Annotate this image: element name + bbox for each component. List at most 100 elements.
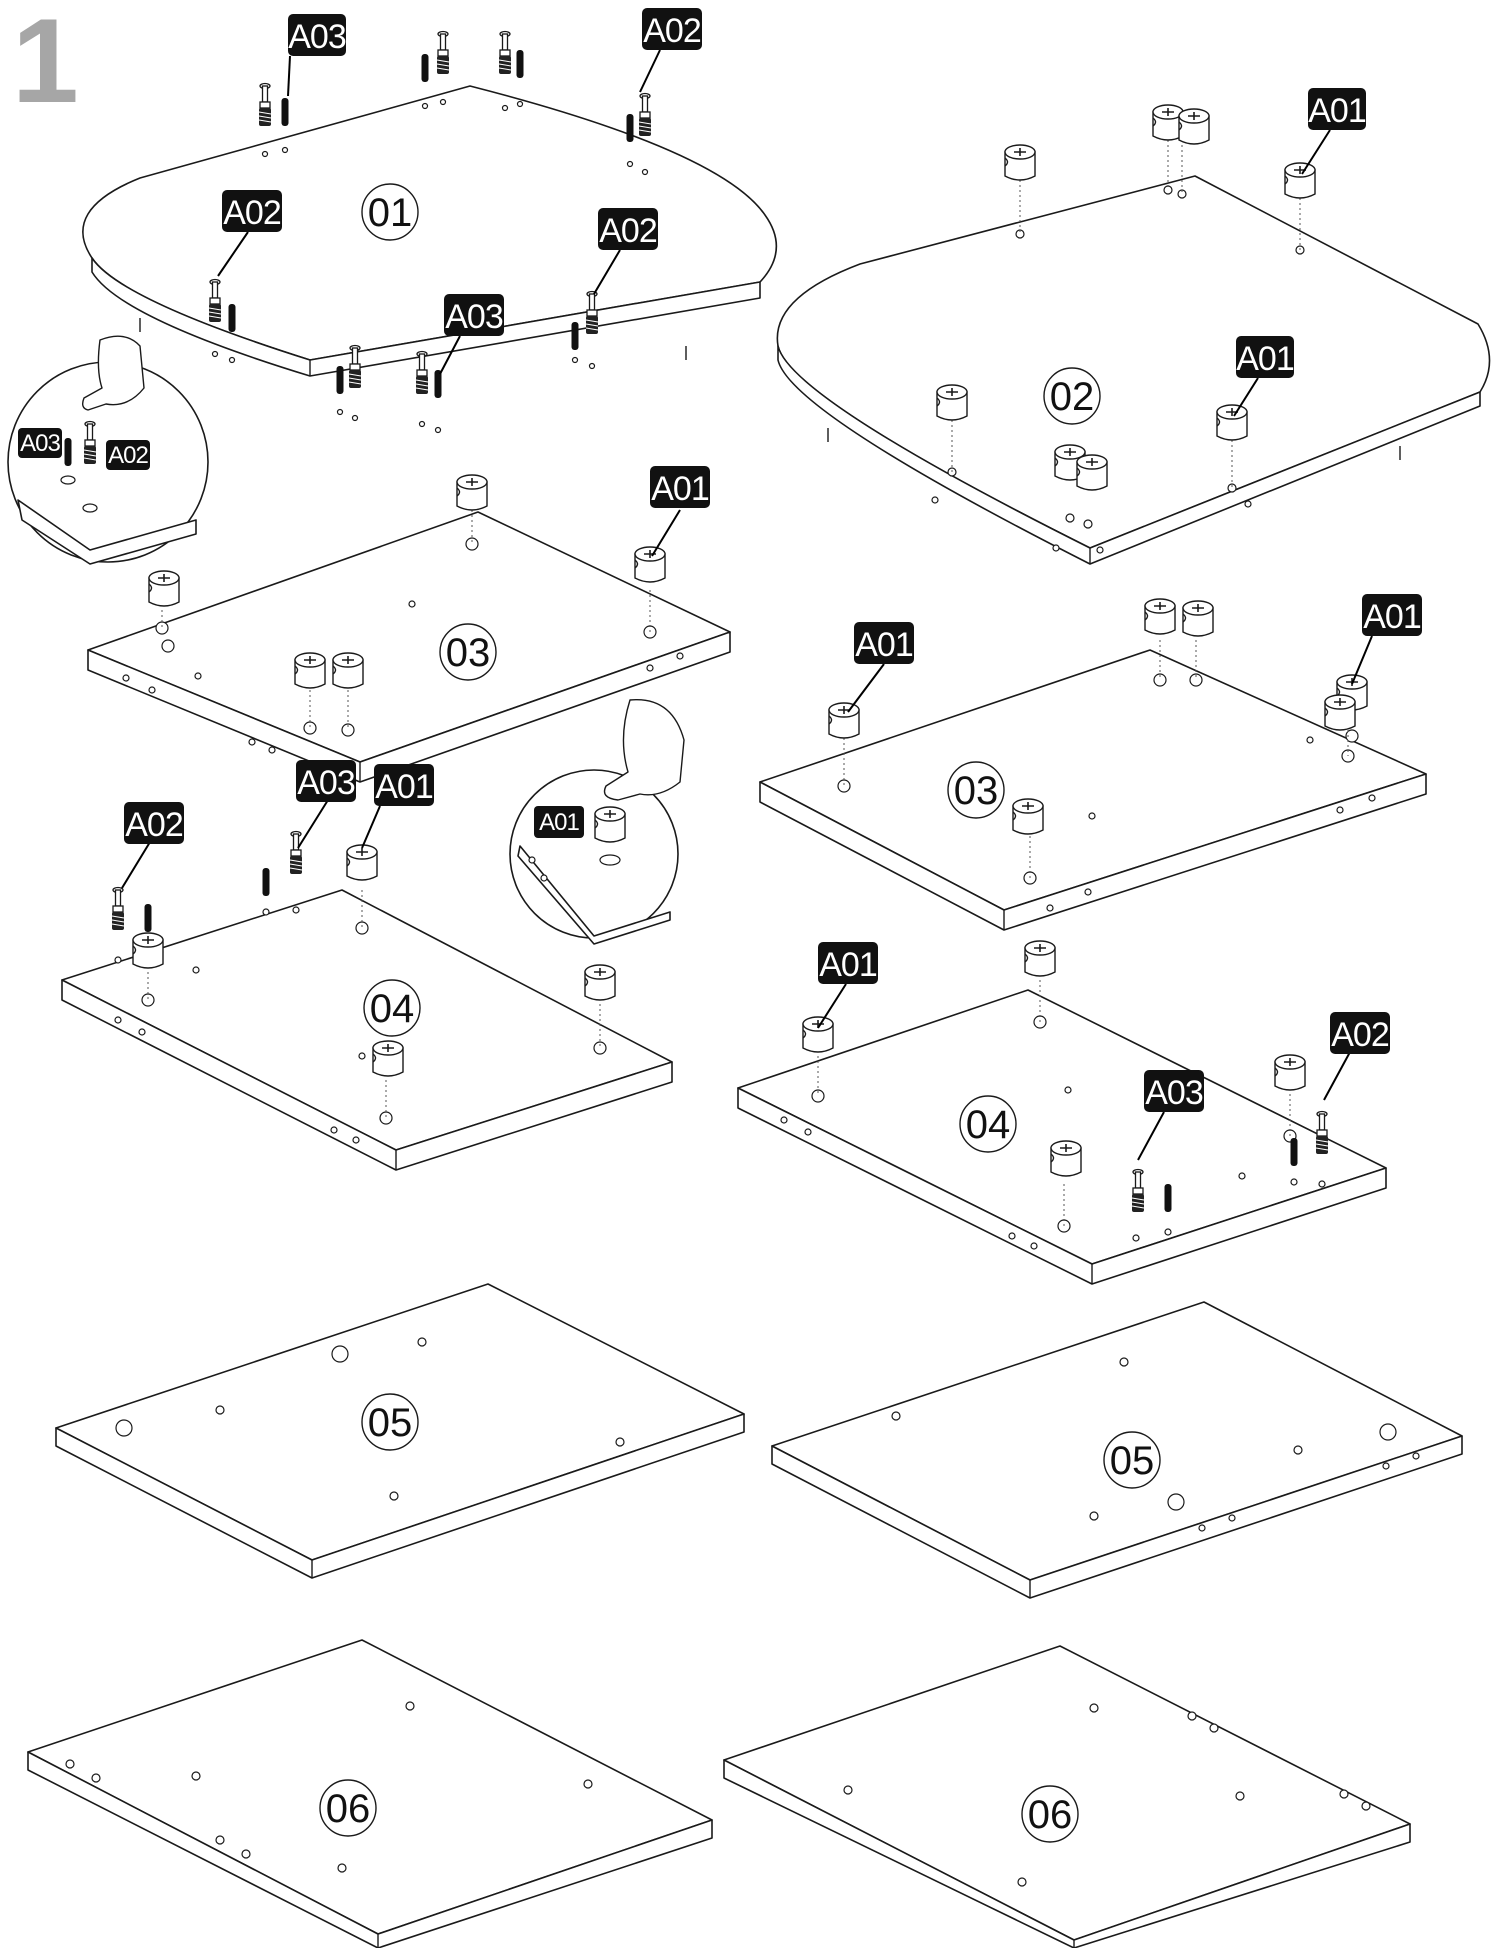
panel-number-circle xyxy=(361,183,419,241)
cam-lock-icon xyxy=(936,384,968,421)
cam-lock-icon xyxy=(828,702,860,739)
cam-lock-icon xyxy=(584,964,616,1001)
cam-bolt-icon xyxy=(258,82,272,127)
svg-text:A03: A03 xyxy=(20,430,60,457)
cam-lock-icon xyxy=(802,1016,834,1053)
panel-04: 04 xyxy=(737,940,1387,1285)
cam-lock-icon xyxy=(1144,598,1176,635)
cam-lock-icon xyxy=(148,570,180,607)
zoom-detail-insert-cam: A01 xyxy=(509,699,685,945)
panel-number: 05 xyxy=(1110,1439,1155,1483)
cam-lock-icon xyxy=(372,1040,404,1077)
svg-text:A03: A03 xyxy=(288,18,346,56)
cam-lock-icon xyxy=(1012,798,1044,835)
svg-text:A01: A01 xyxy=(1363,598,1421,636)
panel-number: 03 xyxy=(954,769,999,813)
cam-lock-icon xyxy=(456,474,488,511)
callout-a02: A02 xyxy=(217,190,282,277)
panel-01: 01 xyxy=(82,30,778,434)
callout-a01: A01 xyxy=(847,622,914,713)
panel-number: 06 xyxy=(1028,1793,1073,1837)
zoom-detail-insert-bolt: A03 A02 xyxy=(7,335,209,565)
cam-lock-icon xyxy=(1216,404,1248,441)
panel-03: 03 xyxy=(87,474,731,783)
cam-bolt-icon xyxy=(436,30,450,75)
svg-text:A02: A02 xyxy=(599,212,657,250)
svg-text:A02: A02 xyxy=(108,442,148,469)
svg-text:A02: A02 xyxy=(223,194,281,232)
svg-text:A03: A03 xyxy=(445,298,503,336)
svg-text:A01: A01 xyxy=(1236,340,1294,378)
panel-06: 06 xyxy=(723,1645,1411,1948)
hand-pointer-icon xyxy=(81,335,145,411)
dowel-icon xyxy=(571,322,579,350)
cam-lock-icon xyxy=(294,652,326,689)
svg-text:A03: A03 xyxy=(297,764,355,802)
cam-bolt-icon xyxy=(1315,1110,1329,1155)
cam-lock-icon xyxy=(332,652,364,689)
dowel-icon xyxy=(144,904,152,932)
callout-a01: A01 xyxy=(817,942,878,1029)
callout-a03: A03 xyxy=(296,760,356,849)
cam-lock-icon xyxy=(1324,694,1356,731)
callout-a02: A02 xyxy=(639,8,702,93)
callout-a02: A02 xyxy=(121,802,184,889)
panel-number: 04 xyxy=(370,987,415,1031)
cam-lock-icon xyxy=(1178,108,1210,145)
panel-02: 02 xyxy=(776,104,1491,565)
svg-text:A02: A02 xyxy=(1331,1016,1389,1054)
svg-text:A01: A01 xyxy=(539,809,579,836)
dowel-icon xyxy=(626,114,634,142)
callout-a03: A03 xyxy=(1137,1070,1204,1161)
svg-text:A03: A03 xyxy=(1145,1074,1203,1112)
panel-06: 06 xyxy=(27,1639,713,1948)
callout-a03: A03 xyxy=(287,14,347,97)
cam-bolt-icon xyxy=(498,30,512,75)
cam-lock-icon xyxy=(1050,1140,1082,1177)
cam-bolt-icon xyxy=(289,830,303,875)
dowel-icon xyxy=(1164,1184,1172,1212)
cam-lock-icon xyxy=(1274,1054,1306,1091)
panel-05: 05 xyxy=(55,1283,745,1579)
panel-number: 02 xyxy=(1050,375,1095,419)
svg-text:A01: A01 xyxy=(819,946,877,984)
callout-a01: A01 xyxy=(361,764,434,849)
dowel-icon xyxy=(281,98,289,126)
callout-a02: A02 xyxy=(1323,1012,1390,1101)
panel-number: 06 xyxy=(326,1787,371,1831)
dowel-icon xyxy=(228,304,236,332)
panel-number: 05 xyxy=(368,1401,413,1445)
dowel-icon xyxy=(1290,1138,1298,1166)
cam-lock-icon xyxy=(1076,454,1108,491)
cam-lock-icon xyxy=(132,932,164,969)
svg-text:A01: A01 xyxy=(375,768,433,806)
step-number: 1 xyxy=(12,0,79,128)
cam-lock-icon xyxy=(634,546,666,583)
callout-a02: A02 xyxy=(593,208,658,295)
callout-a03: A03 xyxy=(439,294,504,375)
panel-number: 01 xyxy=(368,191,413,235)
cam-lock-icon xyxy=(1182,600,1214,637)
callout-a01: A01 xyxy=(1233,336,1295,417)
dowel-icon xyxy=(516,50,524,78)
cam-bolt-icon xyxy=(638,92,652,137)
dowel-icon xyxy=(336,366,344,394)
panel-03: 03 xyxy=(759,598,1427,931)
dowel-icon xyxy=(421,54,429,82)
hand-pointer-icon xyxy=(603,699,685,801)
callout-a01: A01 xyxy=(1301,88,1367,175)
panel-number: 04 xyxy=(966,1103,1011,1147)
cam-lock-icon xyxy=(594,806,626,843)
svg-text:A01: A01 xyxy=(1308,92,1366,130)
cam-lock-icon xyxy=(1024,940,1056,977)
cam-lock-icon xyxy=(1004,144,1036,181)
panel-05: 05 xyxy=(771,1301,1463,1599)
callout-a01: A01 xyxy=(1351,594,1422,685)
dowel-icon xyxy=(64,438,72,466)
svg-text:A02: A02 xyxy=(125,806,183,844)
svg-text:A01: A01 xyxy=(651,470,709,508)
cam-bolt-icon xyxy=(111,886,125,931)
panel-04: 04 xyxy=(61,830,673,1171)
svg-text:A02: A02 xyxy=(643,12,701,50)
